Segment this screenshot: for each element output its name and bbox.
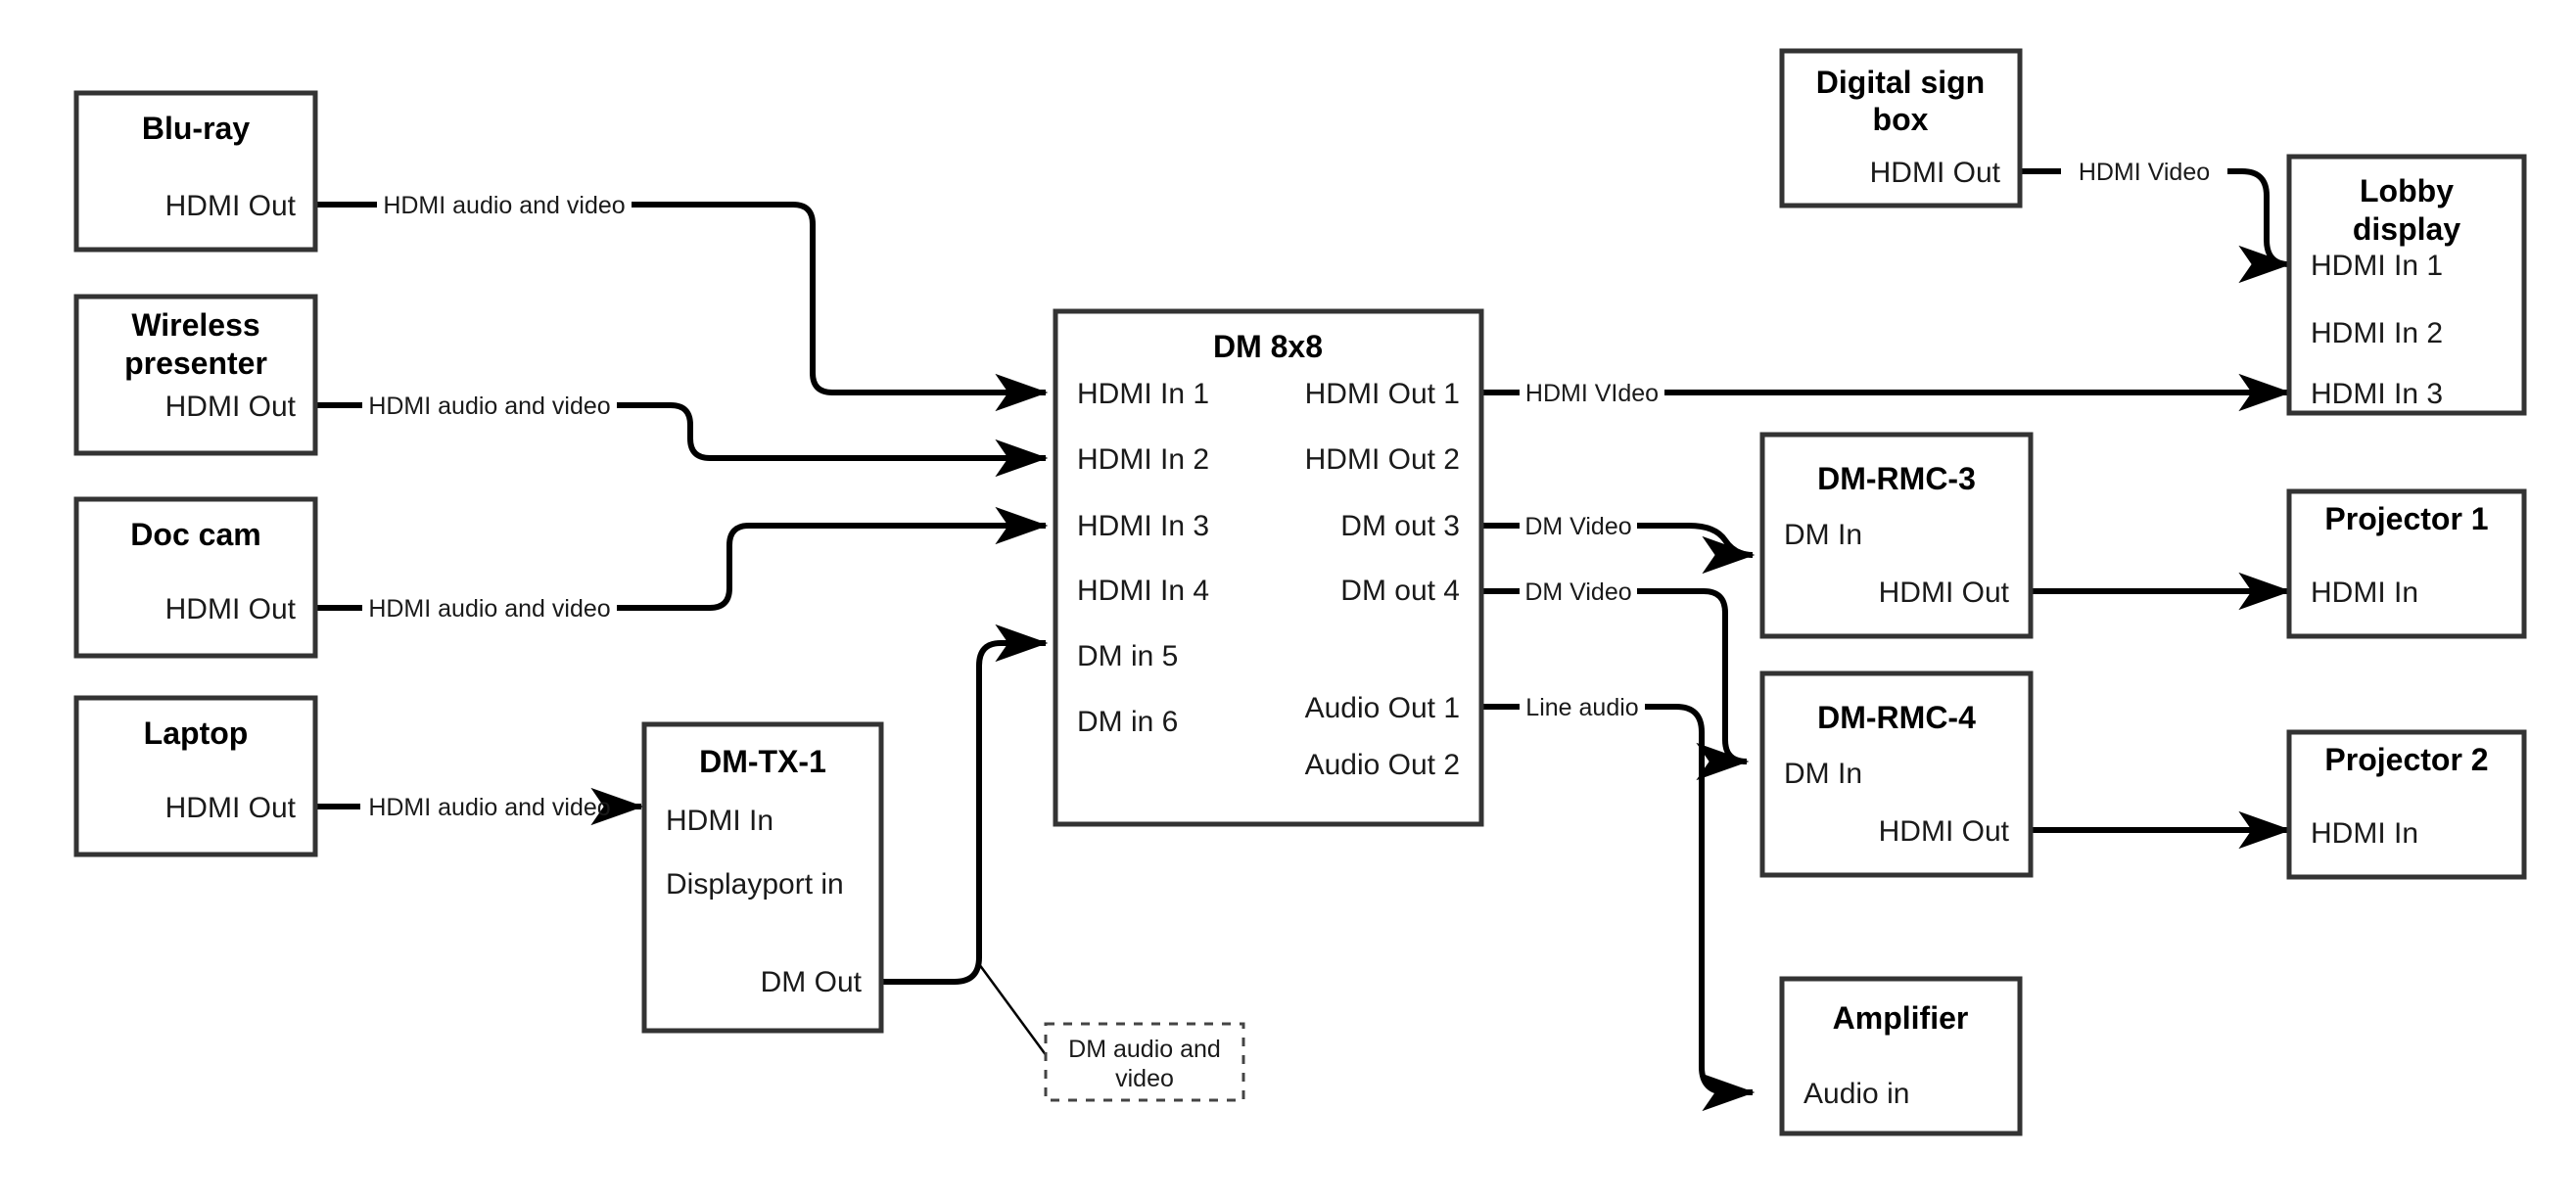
link-dmtx1-to-dm8x8-dm-in-5 — [881, 624, 1049, 985]
node-dm-rmc-3[interactable]: DM-RMC-3 DM In HDMI Out — [1759, 432, 2034, 639]
node-dm-8x8-input-dm-in-5: DM in 5 — [1077, 640, 1178, 672]
node-digital-sign-box[interactable]: Digital sign box HDMI Out — [1779, 48, 2023, 208]
node-dm-rmc-4-box[interactable] — [1759, 670, 2034, 878]
link-dm8x8-dm-out-4-to-rmc4-dm-in — [1481, 588, 1747, 762]
node-doc-cam-port-hdmi-out: HDMI Out — [165, 593, 297, 625]
node-dm-rmc-3-box[interactable] — [1759, 432, 2034, 639]
node-wireless-presenter[interactable]: Wireless presenter HDMI Out — [73, 294, 318, 456]
node-dm-tx-1-port-dm-out: DM Out — [761, 966, 863, 998]
node-bluray[interactable]: Blu-ray HDMI Out — [73, 90, 318, 253]
node-dm-rmc-3-port-dm-in: DM In — [1784, 519, 1862, 551]
node-bluray-title: Blu-ray — [142, 111, 250, 146]
node-projector-2-box[interactable] — [2286, 729, 2527, 880]
callout-dm-audio-and-video: DM audio and video — [1044, 1022, 1245, 1102]
node-dm-tx-1-box[interactable] — [641, 721, 884, 1034]
edge-label-laptop-to-dmtx1: HDMI audio and video — [368, 794, 610, 821]
node-projector-2-title: Projector 2 — [2324, 742, 2488, 777]
node-lobby-display-port-hdmi-in-3: HDMI In 3 — [2311, 378, 2443, 410]
node-dm-tx-1-port-hdmi-in: HDMI In — [666, 805, 773, 837]
node-dm-tx-1[interactable]: DM-TX-1 HDMI In Displayport in DM Out — [641, 721, 884, 1034]
callout-dm-audio-and-video-line1: DM audio and — [1068, 1036, 1221, 1063]
node-projector-2[interactable]: Projector 2 HDMI In — [2286, 729, 2527, 880]
node-doc-cam-title: Doc cam — [130, 517, 260, 552]
edge-label-wireless-to-in2: HDMI audio and video — [368, 393, 610, 420]
edge-label-hdmiout1-to-lobby: HDMI VIdeo — [1525, 380, 1659, 407]
node-digital-sign-box-port-hdmi-out: HDMI Out — [1870, 157, 2001, 189]
node-laptop-box[interactable] — [73, 695, 318, 857]
callout-dm-audio-and-video-line2: video — [1115, 1065, 1174, 1092]
node-dm-rmc-4-title: DM-RMC-4 — [1817, 700, 1976, 735]
link-digitalsign-to-lobby-hdmi-in-1 — [2020, 168, 2289, 264]
node-lobby-display-title-line1: Lobby — [2360, 173, 2454, 208]
node-laptop-title: Laptop — [144, 716, 249, 751]
node-dm-rmc-4-port-dm-in: DM In — [1784, 758, 1862, 790]
edge-label-doccam-to-in3: HDMI audio and video — [368, 595, 610, 623]
node-lobby-display-box[interactable] — [2286, 154, 2527, 416]
node-projector-1-title: Projector 1 — [2324, 501, 2488, 536]
node-amplifier-box[interactable] — [1779, 976, 2023, 1136]
node-dm-8x8[interactable]: DM 8x8 HDMI In 1 HDMI In 2 HDMI In 3 HDM… — [1053, 308, 1484, 827]
node-dm-8x8-output-hdmi-out-1: HDMI Out 1 — [1305, 378, 1460, 410]
node-digital-sign-box-box[interactable] — [1779, 48, 2023, 208]
node-dm-rmc-4[interactable]: DM-RMC-4 DM In HDMI Out — [1759, 670, 2034, 878]
node-doc-cam[interactable]: Doc cam HDMI Out — [73, 496, 318, 659]
node-projector-1[interactable]: Projector 1 HDMI In — [2286, 488, 2527, 639]
node-wireless-presenter-title-line1: Wireless — [131, 307, 259, 343]
node-dm-8x8-input-hdmi-in-1: HDMI In 1 — [1077, 378, 1209, 410]
node-amplifier-title: Amplifier — [1833, 1000, 1969, 1036]
node-dm-8x8-input-dm-in-6: DM in 6 — [1077, 706, 1178, 738]
node-lobby-display[interactable]: Lobby display HDMI In 1 HDMI In 2 HDMI I… — [2286, 154, 2527, 416]
node-dm-8x8-input-hdmi-in-3: HDMI In 3 — [1077, 510, 1209, 542]
callout-leader-dm-audio-video — [977, 963, 1049, 1057]
link-dm8x8-dm-out-3-to-rmc3-dm-in — [1481, 526, 1753, 555]
node-dm-rmc-3-title: DM-RMC-3 — [1817, 461, 1976, 496]
node-dm-8x8-input-hdmi-in-2: HDMI In 2 — [1077, 443, 1209, 476]
node-dm-8x8-output-hdmi-out-2: HDMI Out 2 — [1305, 443, 1460, 476]
node-lobby-display-port-hdmi-in-1: HDMI In 1 — [2311, 250, 2443, 282]
node-dm-8x8-output-dm-out-3: DM out 3 — [1340, 510, 1460, 542]
node-dm-8x8-title: DM 8x8 — [1213, 329, 1323, 364]
node-dm-8x8-output-dm-out-4: DM out 4 — [1340, 575, 1460, 607]
edge-label-layer: HDMI audio and video HDMI audio and vide… — [368, 159, 2210, 821]
edge-label-sign-to-lobby: HDMI Video — [2079, 159, 2210, 186]
node-amplifier-port-audio-in: Audio in — [1803, 1078, 1909, 1110]
node-digital-sign-box-title-line2: box — [1873, 102, 1929, 137]
callout-dm-audio-and-video-box — [1044, 1022, 1245, 1102]
node-laptop-port-hdmi-out: HDMI Out — [165, 792, 297, 824]
node-dm-rmc-3-port-hdmi-out: HDMI Out — [1879, 577, 2010, 609]
node-amplifier[interactable]: Amplifier Audio in — [1779, 976, 2023, 1136]
node-laptop[interactable]: Laptop HDMI Out — [73, 695, 318, 857]
link-dm8x8-audio-out-1-to-amplifier — [1481, 704, 1753, 1092]
node-dm-8x8-box[interactable] — [1053, 308, 1484, 827]
link-wireless-to-dm8x8-hdmi-in-2 — [315, 402, 1046, 458]
node-bluray-port-hdmi-out: HDMI Out — [165, 190, 297, 222]
node-dm-8x8-output-audio-out-1: Audio Out 1 — [1305, 692, 1460, 724]
node-dm-8x8-input-hdmi-in-4: HDMI In 4 — [1077, 575, 1209, 607]
node-lobby-display-port-hdmi-in-2: HDMI In 2 — [2311, 317, 2443, 349]
node-dm-rmc-4-port-hdmi-out: HDMI Out — [1879, 815, 2010, 848]
link-doccam-to-dm8x8-hdmi-in-3 — [315, 526, 1046, 611]
node-bluray-box[interactable] — [73, 90, 318, 253]
node-projector-1-box[interactable] — [2286, 488, 2527, 639]
node-dm-tx-1-title: DM-TX-1 — [699, 744, 826, 779]
link-bluray-to-dm8x8-hdmi-in-1 — [315, 202, 1046, 393]
node-wireless-presenter-box[interactable] — [73, 294, 318, 456]
connection-layer — [315, 168, 2289, 1092]
node-dm-8x8-output-audio-out-2: Audio Out 2 — [1305, 749, 1460, 781]
edge-label-audioout1-to-amp: Line audio — [1525, 694, 1638, 721]
node-projector-2-port-hdmi-in: HDMI In — [2311, 817, 2418, 850]
node-dm-tx-1-port-displayport-in: Displayport in — [666, 868, 844, 901]
edge-label-dmout4-to-rmc4: DM Video — [1524, 578, 1631, 606]
edge-label-dmout3-to-rmc3: DM Video — [1524, 513, 1631, 540]
node-lobby-display-title-line2: display — [2353, 211, 2460, 247]
node-projector-1-port-hdmi-in: HDMI In — [2311, 577, 2418, 609]
node-digital-sign-box-title-line1: Digital sign — [1816, 65, 1985, 100]
node-wireless-presenter-title-line2: presenter — [124, 346, 267, 381]
edge-label-bluray-to-in1: HDMI audio and video — [383, 192, 625, 219]
node-doc-cam-box[interactable] — [73, 496, 318, 659]
node-wireless-presenter-port-hdmi-out: HDMI Out — [165, 391, 297, 423]
